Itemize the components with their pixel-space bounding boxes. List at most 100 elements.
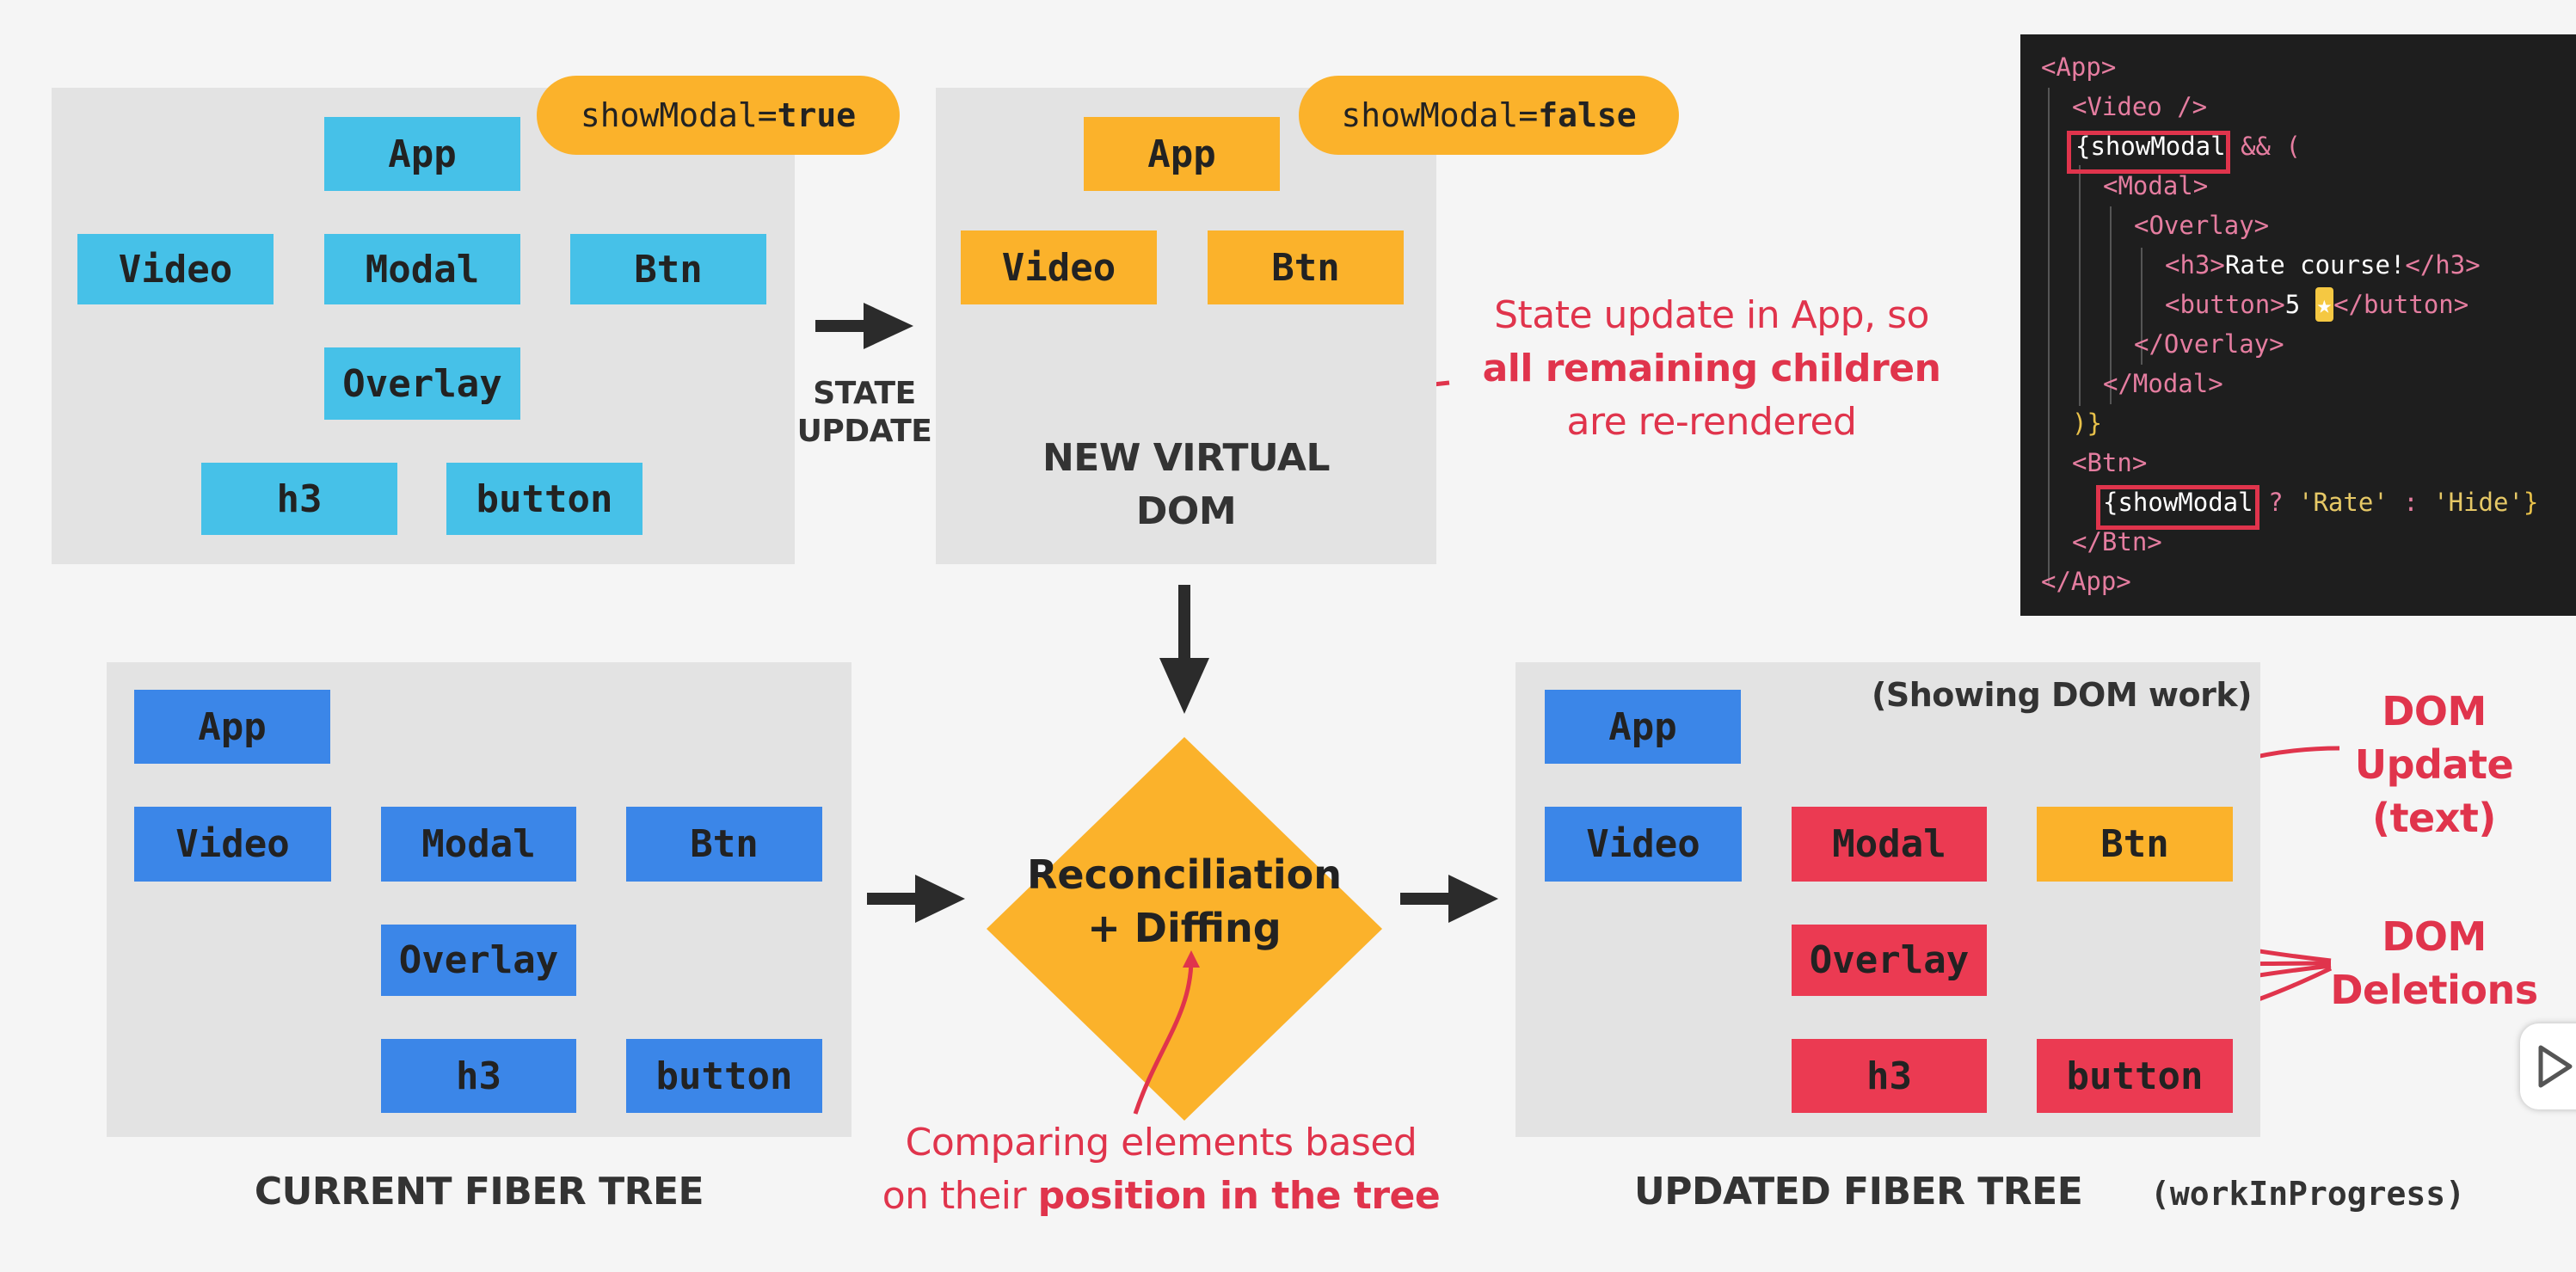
code-line-11: <Btn> <box>2072 446 2147 480</box>
code-token: <Overlay> <box>2134 211 2270 240</box>
virtual-dom-caption: NEW VIRTUAL DOM <box>936 432 1436 538</box>
code-token: {showModal <box>2103 488 2253 517</box>
dom-deletions-label: DOM Deletions <box>2327 910 2542 1017</box>
code-token: <App> <box>2041 52 2117 82</box>
code-token: : <box>2388 488 2434 517</box>
code-token: </Overlay> <box>2134 329 2284 359</box>
upd-node-app: App <box>1545 690 1741 764</box>
state-update-label: STATE UPDATE <box>787 375 942 451</box>
recon-note-strong: position in the tree <box>1037 1174 1441 1218</box>
state-note-line1: State update in App, so <box>1494 293 1929 337</box>
code-line-14: </App> <box>2041 564 2131 599</box>
code-line-5: <Overlay> <box>2134 208 2269 243</box>
tree-node-h3: h3 <box>201 463 397 535</box>
code-line-10: )} <box>2072 406 2102 440</box>
pill-key: showModal <box>580 96 758 134</box>
code-line-9: </Modal> <box>2103 366 2223 401</box>
upd-node-btn: Btn <box>2037 807 2233 882</box>
code-line-1: <App> <box>2041 50 2116 84</box>
showing-dom-work-note: (Showing DOM work) <box>1872 676 2253 714</box>
recon-note: Comparing elements based on their positi… <box>860 1116 1462 1223</box>
state-update-line2: UPDATE <box>796 414 932 449</box>
tree-node-app: App <box>324 117 520 191</box>
code-token: <Video /> <box>2072 92 2208 121</box>
recon-note-line1: Comparing elements based <box>905 1121 1417 1164</box>
code-line-4: <Modal> <box>2103 169 2208 203</box>
code-line-8: </Overlay> <box>2134 327 2284 361</box>
vdom-node-video: Video <box>961 230 1157 304</box>
code-token: {showModal <box>2075 132 2226 161</box>
arrow-to-recon-shaft <box>867 893 919 905</box>
code-line-13: </Btn> <box>2072 525 2162 559</box>
indent-guide <box>2141 248 2143 365</box>
vdom-node-app: App <box>1084 117 1280 191</box>
code-line-12: {showModal ? 'Rate' : 'Hide'} <box>2103 485 2538 519</box>
vdom-node-btn: Btn <box>1208 230 1404 304</box>
current-fiber-caption: CURRENT FIBER TREE <box>254 1170 704 1214</box>
upd-node-video: Video <box>1545 807 1742 882</box>
recon-note-prefix: on their <box>882 1174 1038 1218</box>
code-line-2: <Video /> <box>2072 89 2207 124</box>
play-icon <box>2538 1045 2573 1088</box>
arrow-to-recon-head <box>915 875 965 923</box>
pill-op: = <box>757 96 778 134</box>
upd-node-overlay: Overlay <box>1792 925 1987 996</box>
dom-deletions-line1: DOM <box>2382 913 2487 960</box>
state-note-line3: are re-rendered <box>1566 400 1857 444</box>
indent-guide <box>2110 206 2112 404</box>
dom-update-label: DOM Update (text) <box>2339 685 2529 845</box>
fiber-node-modal: Modal <box>381 807 576 882</box>
arrow-state-update-head <box>864 303 913 349</box>
state-update-note: State update in App, so all remaining ch… <box>1454 289 1970 449</box>
virtual-dom-caption-line1: NEW VIRTUAL <box>1042 436 1331 480</box>
upd-node-modal: Modal <box>1792 807 1987 882</box>
reconciliation-line1: Reconciliation <box>1027 851 1342 898</box>
reconciliation-label: Reconciliation + Diffing <box>987 848 1382 955</box>
code-token: <h3> <box>2165 250 2225 280</box>
upd-node-h3: h3 <box>1792 1039 1987 1113</box>
code-token: <Btn> <box>2072 448 2148 477</box>
dom-update-line3: (text) <box>2372 795 2496 841</box>
code-token: 'Hide' <box>2433 488 2524 517</box>
code-token: && ( <box>2225 132 2301 161</box>
pill-key: showModal <box>1341 96 1519 134</box>
code-token: )} <box>2072 409 2102 438</box>
upd-node-button: button <box>2037 1039 2233 1113</box>
show-modal-highlight-box-2 <box>2096 485 2259 530</box>
fiber-node-button: button <box>626 1039 822 1113</box>
arrow-down-head <box>1159 658 1209 714</box>
state-note-line2: all remaining children <box>1482 347 1941 390</box>
show-modal-true-pill: showModal = true <box>537 76 900 155</box>
fiber-node-h3: h3 <box>381 1039 576 1113</box>
reconciliation-diamond <box>987 737 1382 1121</box>
dom-deletions-line2: Deletions <box>2330 967 2538 1013</box>
code-token: </Btn> <box>2072 527 2162 556</box>
updated-fiber-caption: UPDATED FIBER TREE <box>1634 1170 2083 1214</box>
code-token: } <box>2523 488 2539 517</box>
reconciliation-line2: + Diffing <box>1087 905 1282 951</box>
virtual-dom-caption-line2: DOM <box>1135 489 1237 533</box>
fiber-node-overlay: Overlay <box>381 925 576 996</box>
star-icon: ★ <box>2315 287 2334 322</box>
jsx-code-panel: <App> <Video /> {showModal && ( <Modal> … <box>2020 34 2576 616</box>
play-button[interactable] <box>2520 1023 2576 1109</box>
pill-value: false <box>1538 96 1637 134</box>
red-arrow-recon-note <box>1133 958 1194 1115</box>
code-token: </Modal> <box>2103 369 2223 398</box>
indent-guide <box>2048 88 2050 585</box>
code-token: 'Rate' <box>2298 488 2388 517</box>
show-modal-highlight-box <box>2067 131 2230 174</box>
tree-node-overlay: Overlay <box>324 347 520 420</box>
code-token: ? <box>2253 488 2298 517</box>
indent-guide <box>2079 165 2081 406</box>
recon-note-line2: on their position in the tree <box>860 1170 1462 1223</box>
tree-node-modal: Modal <box>324 234 520 304</box>
code-token: Rate course! <box>2224 250 2406 280</box>
code-token: </App> <box>2041 567 2131 596</box>
pill-value: true <box>777 96 857 134</box>
code-token: </button> <box>2333 290 2469 319</box>
code-token: <Modal> <box>2103 171 2209 200</box>
code-line-6: <h3>Rate course!</h3> <box>2165 248 2481 282</box>
arrow-from-recon-shaft <box>1400 893 1452 905</box>
tree-node-btn: Btn <box>570 234 766 304</box>
